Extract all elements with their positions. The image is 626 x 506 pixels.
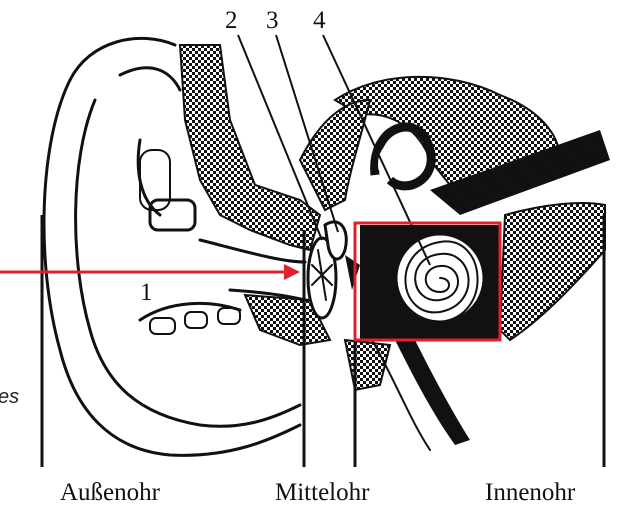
cochlea (360, 225, 500, 340)
label-2: 2 (225, 7, 238, 34)
pointer-arrow-head (284, 264, 300, 280)
semicircular-canals (375, 127, 432, 186)
label-4: 4 (313, 7, 326, 34)
section-label-inner-ear: Innenohr (485, 479, 576, 506)
label-3: 3 (266, 7, 279, 34)
partial-left-text: es (0, 386, 19, 408)
auricle (44, 38, 300, 455)
section-label-middle-ear: Mittelohr (275, 479, 370, 506)
section-label-outer-ear: Außenohr (60, 479, 161, 506)
label-1: 1 (140, 279, 153, 306)
